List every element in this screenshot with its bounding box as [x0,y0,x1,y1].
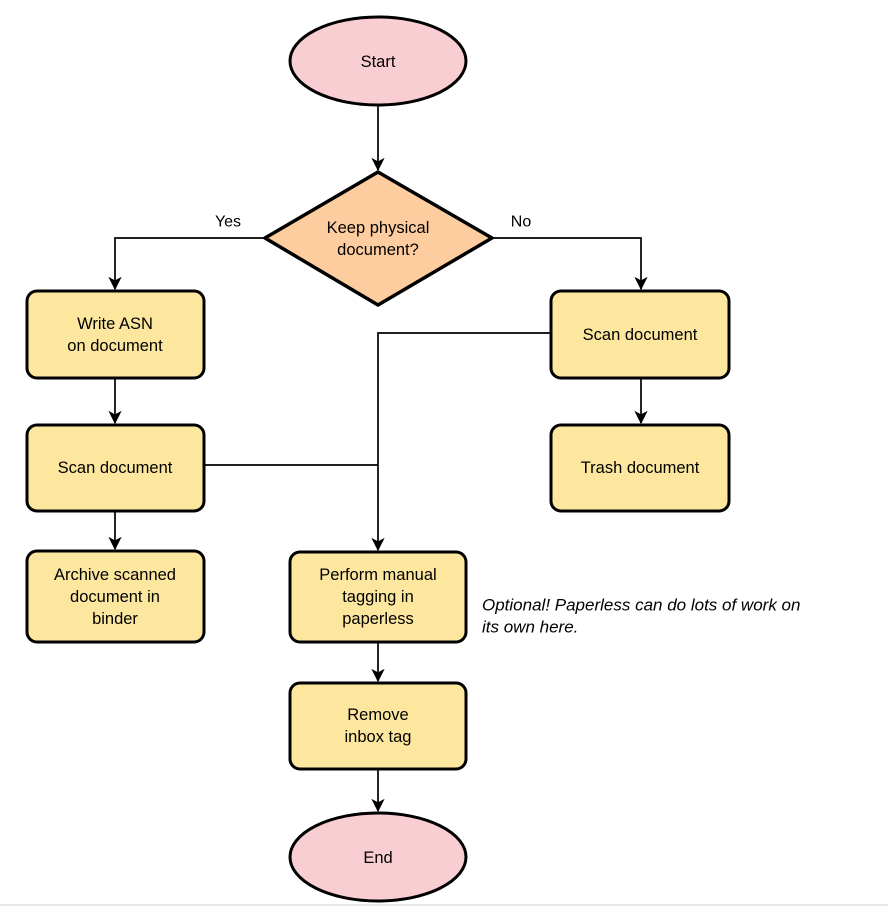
end-node-label: End [363,849,392,867]
decision-label-line1: Keep physical [327,219,430,237]
remove-inbox-tag-node [288,681,468,771]
write-asn-label-line1: Write ASN [77,315,153,333]
manual-tagging-label-line3: paperless [342,610,414,628]
manual-tagging-label-line2: tagging in [342,588,414,606]
remove-inbox-label-line1: Remove [347,706,408,724]
archive-scanned-node [25,549,206,644]
edge-decision-yes-to-write-asn [115,237,265,289]
archive-label-line2: document in [70,588,160,606]
decision-keep-physical-node [263,170,494,307]
edge-label-yes: Yes [215,214,241,231]
scan-document-right-label: Scan document [583,326,698,344]
edge-decision-no-to-scan-right [492,237,641,289]
end-node [288,811,468,903]
remove-inbox-label-line2: inbox tag [345,728,412,746]
start-node [288,15,468,107]
scan-document-right-node [549,289,731,380]
manual-tagging-node [288,550,468,644]
write-asn-node [25,289,206,380]
scan-document-left-node [25,423,206,513]
trash-document-label: Trash document [581,459,700,477]
edge-scan-right-to-tagging [378,332,551,550]
scan-document-left-label: Scan document [58,459,173,477]
trash-document-node [549,423,731,513]
start-node-label: Start [361,53,396,71]
decision-label-line2: document? [337,241,419,259]
manual-tagging-label-line1: Perform manual [319,566,436,584]
annotation-line2: its own here. [482,618,578,637]
edge-label-no: No [511,214,532,231]
annotation-line1: Optional! Paperless can do lots of work … [482,596,800,615]
write-asn-label-line2: on document [67,337,163,355]
archive-label-line3: binder [92,610,138,628]
archive-label-line1: Archive scanned [54,566,176,584]
